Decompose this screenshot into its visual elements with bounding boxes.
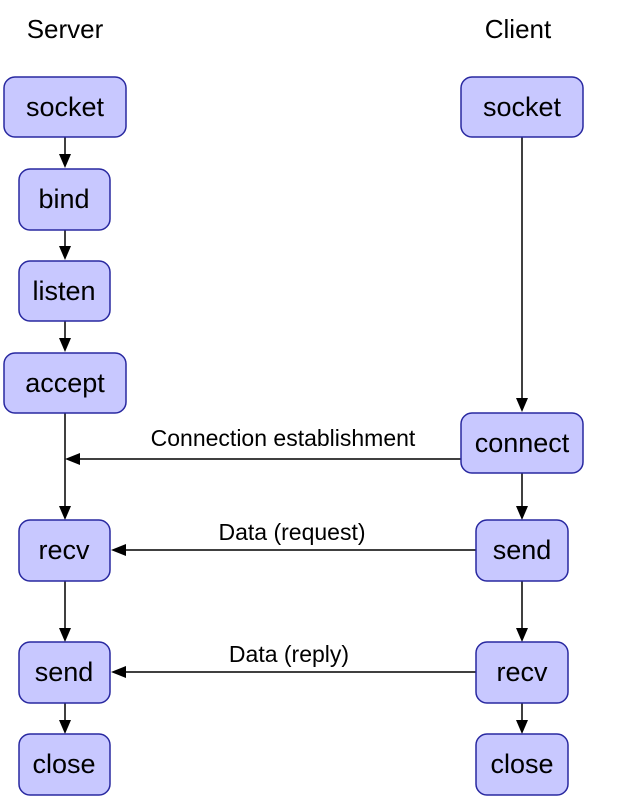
client-node-connect: connect <box>460 412 584 474</box>
message-data-request <box>111 544 476 556</box>
server-edge-socket-bind <box>59 137 71 168</box>
server-node-socket: socket <box>3 76 127 138</box>
client-node-close: close <box>475 733 569 796</box>
server-edge-send-close <box>59 703 71 734</box>
client-edge-socket-connect <box>516 137 528 412</box>
message-label-reply: Data (reply) <box>229 641 349 667</box>
client-edge-connect-send <box>516 473 528 520</box>
server-edge-accept-recv <box>59 413 71 520</box>
client-node-recv: recv <box>475 641 569 704</box>
server-node-recv: recv <box>18 519 111 582</box>
message-label-request: Data (request) <box>218 519 365 545</box>
server-node-send: send <box>18 641 111 704</box>
server-node-accept: accept <box>3 352 127 414</box>
message-connection-establishment <box>65 453 461 465</box>
client-title: Client <box>485 14 552 44</box>
server-node-listen: listen <box>18 260 111 322</box>
client-node-send-label: send <box>493 535 552 565</box>
client-node-recv-label: recv <box>496 657 548 687</box>
server-node-close: close <box>18 733 111 796</box>
server-edge-recv-send <box>59 581 71 642</box>
server-node-bind: bind <box>18 168 111 231</box>
client-node-close-label: close <box>490 749 553 779</box>
client-edge-send-recv <box>516 581 528 642</box>
client-node-socket-label: socket <box>483 92 562 122</box>
message-data-reply <box>111 666 476 678</box>
server-node-close-label: close <box>32 749 95 779</box>
client-node-send: send <box>475 519 569 582</box>
client-edge-recv-close <box>516 703 528 734</box>
client-node-connect-label: connect <box>475 428 570 458</box>
server-node-send-label: send <box>35 657 94 687</box>
server-edge-bind-listen <box>59 230 71 260</box>
server-node-listen-label: listen <box>32 276 95 306</box>
server-node-bind-label: bind <box>38 184 89 214</box>
server-node-socket-label: socket <box>26 92 105 122</box>
client-node-socket: socket <box>460 76 584 138</box>
message-label-connection: Connection establishment <box>151 425 416 451</box>
server-edge-listen-accept <box>59 321 71 352</box>
server-title: Server <box>27 14 104 44</box>
server-node-recv-label: recv <box>38 535 90 565</box>
server-node-accept-label: accept <box>25 368 105 398</box>
